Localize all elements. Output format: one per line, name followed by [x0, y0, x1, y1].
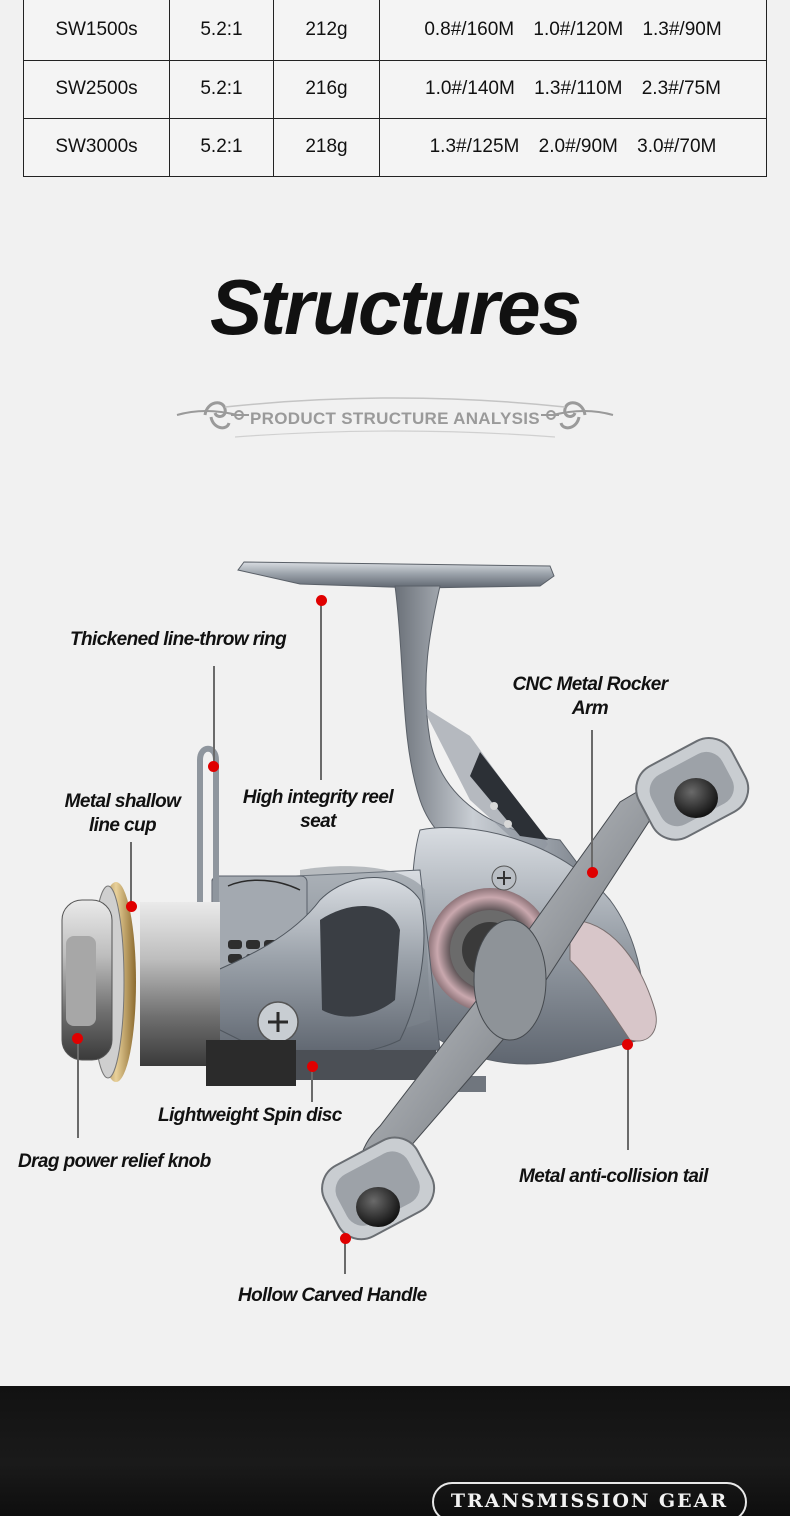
callout-dot	[586, 866, 598, 878]
spec-table: SW1500s 5.2:1 212g 0.8#/160M 1.0#/120M 1…	[23, 0, 767, 177]
callout-dot	[306, 1060, 318, 1072]
spinning-reel-illustration	[61, 561, 750, 1241]
table-row: SW3000s 5.2:1 218g 1.3#/125M 2.0#/90M 3.…	[23, 117, 767, 177]
callout-cnc-arm: CNC Metal Rocker Arm	[512, 674, 668, 719]
ornament-left-icon	[176, 401, 249, 430]
callout-dot	[125, 900, 137, 912]
ratio-cell: 5.2:1	[169, 117, 274, 177]
section-title: Structures	[209, 263, 582, 351]
capacity-cell: 0.8#/160M 1.0#/120M 1.3#/90M	[379, 0, 767, 61]
transmission-badge: TRANSMISSION GEAR SET	[432, 1482, 747, 1516]
callout-line	[213, 666, 215, 766]
weight-cell: 218g	[273, 117, 380, 177]
callout-line	[591, 730, 593, 874]
callout-spin-disc: Lightweight Spin disc	[158, 1105, 342, 1126]
callout-line	[77, 1038, 79, 1138]
callout-dot	[339, 1232, 351, 1244]
callout-line	[344, 1238, 346, 1274]
weight-cell: 216g	[273, 59, 380, 119]
callout-line	[130, 842, 132, 906]
callout-dot	[71, 1032, 83, 1044]
ratio-cell: 5.2:1	[169, 59, 274, 119]
callout-reel-seat: High integrity reel seat	[242, 787, 394, 832]
callout-metal-cup: Metal shallow line cup	[64, 791, 181, 836]
callout-anti-collision: Metal anti-collision tail	[519, 1166, 708, 1187]
callout-dot	[315, 594, 327, 606]
callout-handle: Hollow Carved Handle	[238, 1285, 427, 1306]
ratio-cell: 5.2:1	[169, 0, 274, 61]
capacity-cell: 1.3#/125M 2.0#/90M 3.0#/70M	[379, 117, 767, 177]
table-row: SW2500s 5.2:1 216g 1.0#/140M 1.3#/110M 2…	[23, 59, 767, 119]
callout-dot	[207, 760, 219, 772]
callout-line	[320, 600, 322, 780]
swoosh-icon	[225, 397, 565, 438]
section-subtitle: PRODUCT STRUCTURE ANALYSIS	[250, 409, 540, 428]
table-row: SW1500s 5.2:1 212g 0.8#/160M 1.0#/120M 1…	[23, 0, 767, 61]
model-cell: SW3000s	[23, 117, 170, 177]
callout-line	[311, 1066, 313, 1102]
weight-cell: 212g	[273, 0, 380, 61]
callout-thickened-ring: Thickened line-throw ring	[70, 629, 287, 650]
subtitle-banner: PRODUCT STRUCTURE ANALYSIS	[175, 385, 615, 449]
model-cell: SW1500s	[23, 0, 170, 61]
callout-dot	[621, 1038, 633, 1050]
footer-band: TRANSMISSION GEAR SET	[0, 1386, 790, 1516]
model-cell: SW2500s	[23, 59, 170, 119]
callout-line	[627, 1044, 629, 1150]
ornament-right-icon	[541, 401, 614, 430]
callout-drag-knob: Drag power relief knob	[18, 1151, 211, 1172]
capacity-cell: 1.0#/140M 1.3#/110M 2.3#/75M	[379, 59, 767, 119]
